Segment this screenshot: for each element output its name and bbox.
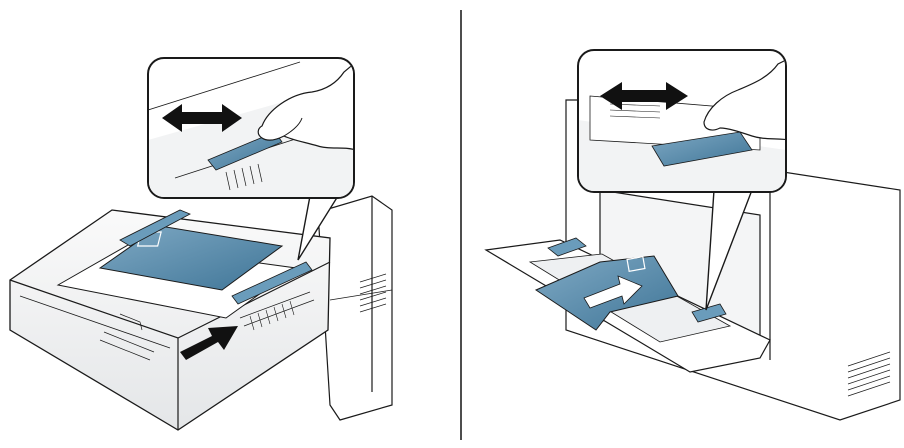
panel-right-mp-tray (484, 49, 901, 421)
hand-icon (257, 60, 353, 151)
insert-arrow-icon (583, 275, 643, 309)
double-arrow-icon (162, 104, 242, 132)
paper-marker (626, 256, 646, 272)
hand-icon (703, 57, 785, 141)
printer-body-left (317, 195, 393, 421)
paper-tray (9, 209, 331, 431)
zoom-callout-right (577, 49, 787, 193)
zoom-callout-left (147, 57, 355, 199)
push-arrow-icon (180, 326, 238, 360)
double-arrow-icon (600, 82, 688, 110)
multipurpose-tray (484, 237, 771, 373)
panel-left-tray (9, 57, 393, 431)
